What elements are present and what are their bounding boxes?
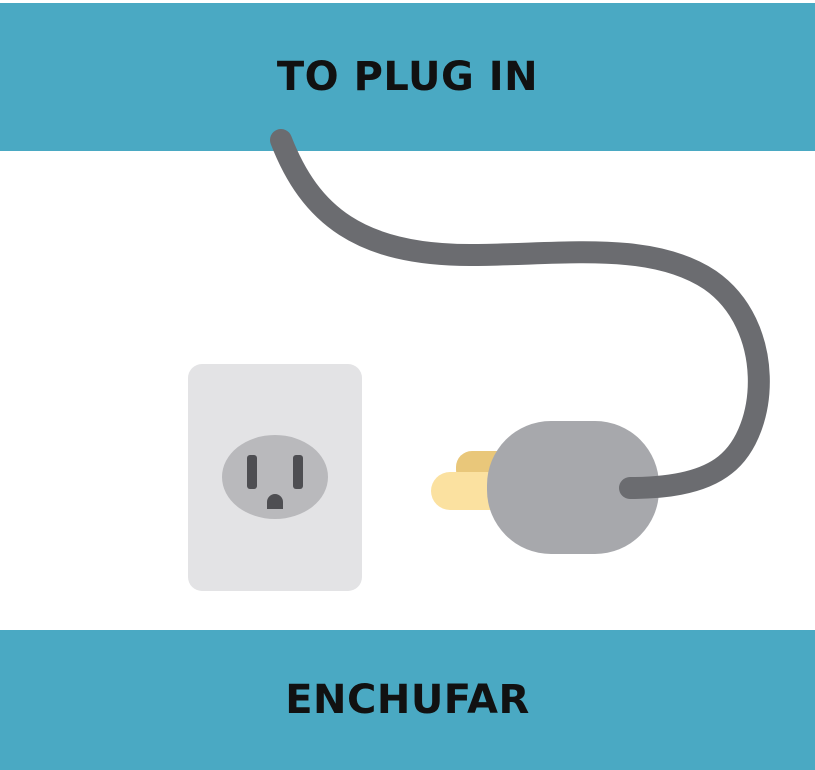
spanish-word: ENCHUFAR [285, 677, 530, 723]
electric-cord-icon [270, 129, 770, 499]
electric-plug-icon [487, 421, 659, 554]
spanish-word-banner: ENCHUFAR [0, 630, 815, 770]
english-word: TO PLUG IN [276, 54, 539, 100]
english-word-banner: TO PLUG IN [0, 3, 815, 151]
top-banner-background [0, 3, 815, 151]
wall-outlet-icon [188, 364, 362, 591]
bottom-banner-background [0, 630, 815, 770]
